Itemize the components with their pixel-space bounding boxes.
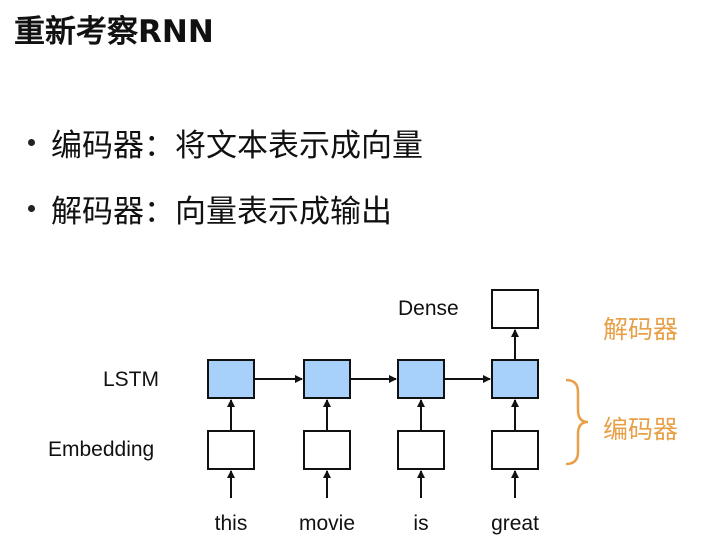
bullet-text: 编码器：将文本表示成向量 [51, 128, 423, 164]
embedding-box-3 [397, 430, 445, 470]
word-label-2: movie [299, 512, 355, 535]
bullet-text: 解码器：向量表示成输出 [51, 194, 392, 230]
lstm-box-1 [207, 359, 255, 399]
embedding-box-1 [207, 430, 255, 470]
embedding-label: Embedding [48, 438, 154, 461]
bullet-decoder: 解码器：向量表示成输出 [28, 186, 392, 231]
dense-box [491, 289, 539, 329]
encoder-brace-icon [565, 378, 589, 466]
word-label-3: is [413, 512, 428, 535]
word-label-1: this [215, 512, 248, 535]
page-title: 重新考察RNN [14, 14, 214, 50]
bullet-encoder: 编码器：将文本表示成向量 [28, 120, 423, 165]
encoder-label: 编码器 [603, 415, 678, 444]
embedding-box-4 [491, 430, 539, 470]
bullet-dot-icon [28, 205, 35, 212]
word-label-4: great [491, 512, 539, 535]
lstm-box-3 [397, 359, 445, 399]
lstm-label: LSTM [103, 368, 159, 391]
lstm-box-4 [491, 359, 539, 399]
lstm-box-2 [303, 359, 351, 399]
embedding-box-2 [303, 430, 351, 470]
bullet-dot-icon [28, 139, 35, 146]
dense-label: Dense [398, 297, 459, 320]
decoder-label: 解码器 [603, 315, 678, 344]
